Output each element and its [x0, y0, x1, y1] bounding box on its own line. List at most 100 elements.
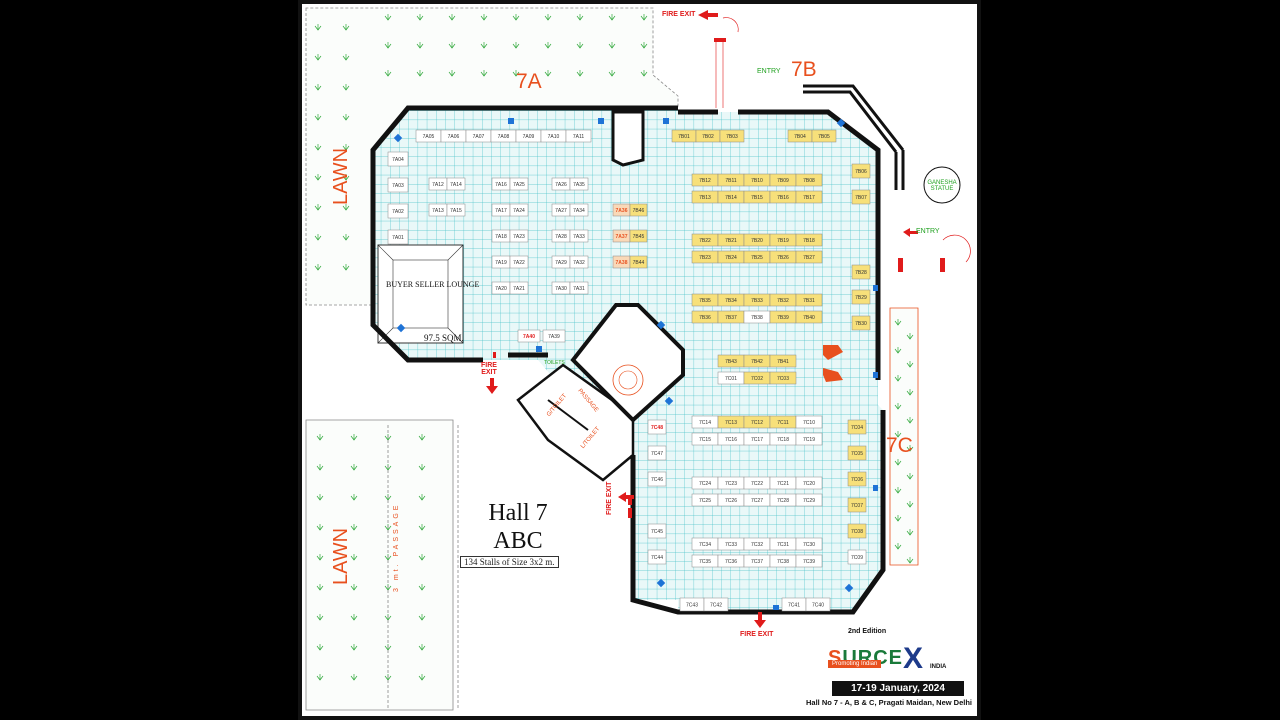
- stall-7b45: 7B45: [629, 229, 648, 243]
- stall-label: 7B25: [751, 255, 763, 261]
- stall-box: [805, 597, 831, 612]
- stall-box: [542, 329, 566, 343]
- stall-label: 7C46: [651, 477, 663, 483]
- stall-7c38: 7C38: [769, 554, 797, 568]
- stall-7b06: 7B06: [851, 163, 871, 179]
- stall-label: 7C06: [851, 477, 863, 483]
- stall-7c10: 7C10: [795, 415, 823, 429]
- stall-label: 7B30: [855, 321, 867, 327]
- stall-7a26: 7A26: [551, 177, 571, 191]
- stall-box: [509, 281, 529, 295]
- stall-box: [629, 255, 648, 269]
- stall-box: [569, 281, 589, 295]
- stall-7b11: 7B11: [717, 173, 745, 187]
- stall-7a38: 7A38: [612, 255, 631, 269]
- stall-label: 7A14: [450, 182, 462, 188]
- stall-label: 7B12: [699, 178, 711, 184]
- event-venue: Hall No 7 - A, B & C, Pragati Maidan, Ne…: [806, 698, 972, 707]
- stall-7b01: 7B01: [671, 129, 697, 143]
- stall-label: 7B41: [777, 359, 789, 365]
- stall-7a01: 7A01: [387, 229, 409, 245]
- stall-label: 7C42: [710, 603, 722, 609]
- stall-label: 7C08: [851, 529, 863, 535]
- stall-label: 7C48: [651, 425, 663, 431]
- stall-label: 7B24: [725, 255, 737, 261]
- stall-label: 7B23: [699, 255, 711, 261]
- stall-label: 7C32: [751, 542, 763, 548]
- stall-box: [387, 151, 409, 167]
- stall-label: 7A10: [548, 134, 560, 140]
- stall-7a20: 7A20: [491, 281, 511, 295]
- stall-label: 7C47: [651, 451, 663, 457]
- stall-7a08: 7A08: [490, 129, 517, 143]
- stall-7c20: 7C20: [795, 476, 823, 490]
- stall-label: 7C38: [777, 559, 789, 565]
- stall-box: [795, 432, 823, 446]
- stall-7c46: 7C46: [647, 471, 667, 487]
- stall-7c40: 7C40: [805, 597, 831, 612]
- stall-7c04: 7C04: [847, 419, 867, 435]
- stall-7a05: 7A05: [415, 129, 442, 143]
- stall-label: 7A21: [513, 286, 525, 292]
- stall-label: 7C34: [699, 542, 711, 548]
- stall-label: 7A28: [555, 234, 567, 240]
- stall-7c27: 7C27: [743, 493, 771, 507]
- stall-7b32: 7B32: [769, 293, 797, 307]
- toilets-label: TOILETS: [544, 360, 565, 366]
- stall-7c17: 7C17: [743, 432, 771, 446]
- stall-box: [847, 497, 867, 513]
- stall-label: 7B32: [777, 298, 789, 304]
- stall-label: 7B33: [751, 298, 763, 304]
- spiral-stair: [612, 364, 644, 396]
- stall-label: 7C10: [803, 420, 815, 426]
- stall-label: 7B39: [777, 315, 789, 321]
- stall-7a03: 7A03: [387, 177, 409, 193]
- stall-label: 7C25: [699, 498, 711, 504]
- stall-label: 7A31: [573, 286, 585, 292]
- stall-count-note: 134 Stalls of Size 3x2 m.: [460, 556, 559, 568]
- stall-box: [769, 354, 797, 368]
- stall-label: 7B20: [751, 238, 763, 244]
- stall-7b42: 7B42: [743, 354, 771, 368]
- stall-7b10: 7B10: [743, 173, 771, 187]
- stall-label: 7A15: [450, 208, 462, 214]
- stall-box: [847, 445, 867, 461]
- stall-label: 7C14: [699, 420, 711, 426]
- stall-7b02: 7B02: [695, 129, 721, 143]
- stall-label: 7B08: [803, 178, 815, 184]
- stall-7b22: 7B22: [691, 233, 719, 247]
- stall-box: [795, 415, 823, 429]
- stall-7b31: 7B31: [795, 293, 823, 307]
- stall-box: [387, 177, 409, 193]
- stall-box: [387, 203, 409, 219]
- stall-7c44: 7C44: [647, 549, 667, 565]
- stall-7b03: 7B03: [719, 129, 745, 143]
- stall-7b14: 7B14: [717, 190, 745, 204]
- stall-label: 7C39: [803, 559, 815, 565]
- stall-7c09: 7C09: [847, 549, 867, 565]
- stall-label: 7C44: [651, 555, 663, 561]
- stall-7c21: 7C21: [769, 476, 797, 490]
- stall-label: 7C16: [725, 437, 737, 443]
- fire-exit-west: FIRE EXIT: [481, 362, 497, 376]
- buyer-seller-lounge-area: [377, 244, 464, 344]
- stall-box: [851, 315, 871, 331]
- stall-7c34: 7C34: [691, 537, 719, 551]
- stall-7b05: 7B05: [811, 129, 837, 143]
- stall-box: [509, 203, 529, 217]
- stall-label: 7B26: [777, 255, 789, 261]
- stall-7a22: 7A22: [509, 255, 529, 269]
- stall-box: [647, 549, 667, 565]
- stall-7c08: 7C08: [847, 523, 867, 539]
- stall-7a40: 7A40: [517, 329, 541, 343]
- stall-label: 7B11: [725, 178, 737, 184]
- stall-label: 7A02: [392, 209, 404, 215]
- stall-7a04: 7A04: [387, 151, 409, 167]
- stall-7b35: 7B35: [691, 293, 719, 307]
- stall-box: [795, 310, 823, 324]
- stall-7a37: 7A37: [612, 229, 631, 243]
- stall-7c01: 7C01: [717, 371, 745, 385]
- promo-tagline: Promoting Indian: [828, 660, 882, 668]
- fire-exit-north: FIRE EXIT: [662, 11, 696, 18]
- stall-label: 7C07: [851, 503, 863, 509]
